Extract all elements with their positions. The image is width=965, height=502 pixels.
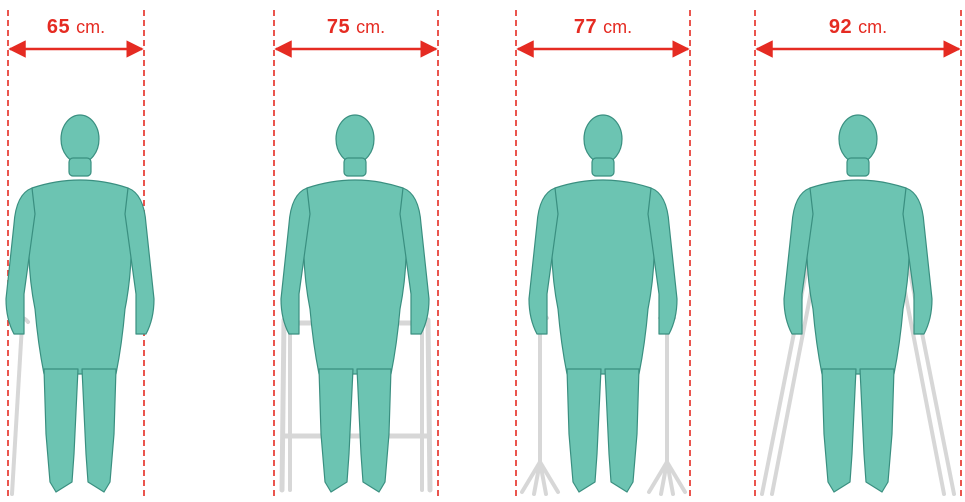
width-value: 77 xyxy=(574,16,597,38)
width-value: 65 xyxy=(47,16,70,38)
person-figure xyxy=(6,115,154,492)
width-value: 92 xyxy=(829,16,852,38)
quad-cane-icon xyxy=(522,313,558,494)
person-figure xyxy=(784,115,932,492)
width-label-65: 65 cm. xyxy=(8,14,144,40)
width-unit: cm. xyxy=(603,17,632,37)
width-label-92: 92 cm. xyxy=(755,14,961,40)
cane-icon xyxy=(12,318,28,494)
width-unit: cm. xyxy=(356,17,385,37)
human-figures xyxy=(6,115,932,492)
quad-cane-icon xyxy=(649,313,685,494)
person-figure xyxy=(529,115,677,492)
width-unit: cm. xyxy=(76,17,105,37)
width-label-75: 75 cm. xyxy=(274,14,438,40)
width-label-77: 77 cm. xyxy=(516,14,690,40)
width-value: 75 xyxy=(327,16,350,38)
width-unit: cm. xyxy=(858,17,887,37)
